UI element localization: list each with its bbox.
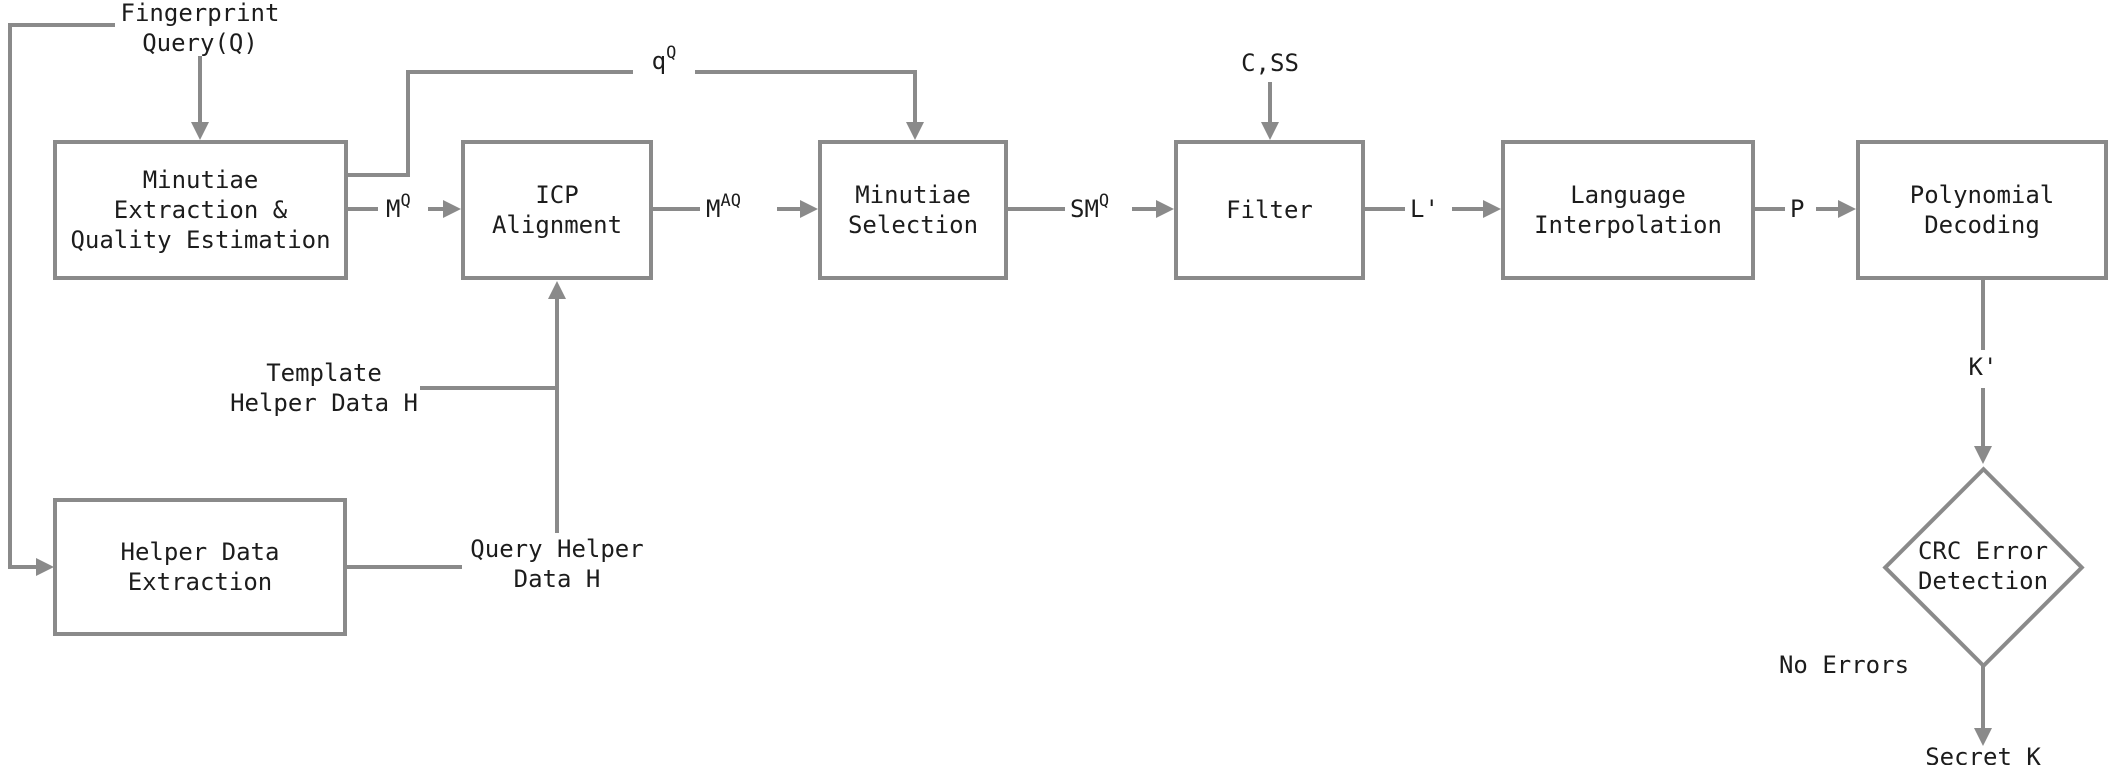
edge-qq-drop bbox=[913, 70, 917, 124]
edge-qq-rise bbox=[406, 70, 410, 177]
feedback-line-top bbox=[8, 23, 115, 27]
edge-kprime-lower bbox=[1981, 388, 1985, 446]
fingerprint-query-label: Fingerprint Query(Q) bbox=[120, 0, 280, 57]
mq-label-base: M bbox=[386, 195, 401, 223]
maq-label-sup: AQ bbox=[720, 191, 741, 211]
arrowhead-into-minutiae-selection bbox=[800, 200, 818, 218]
qq-label-base: q bbox=[651, 47, 667, 75]
css-label: C,SS bbox=[1241, 49, 1299, 77]
mq-label-sup: Q bbox=[400, 191, 411, 211]
edge-query-to-minutiae-extraction bbox=[198, 56, 202, 122]
maq-label-base: M bbox=[706, 195, 721, 223]
edge-smq-stub bbox=[1008, 207, 1065, 211]
feedback-line-left bbox=[8, 23, 12, 569]
edge-kprime-upper bbox=[1981, 280, 1985, 350]
edge-template-helper-connector bbox=[420, 386, 557, 390]
smq-label: SMQ bbox=[1070, 191, 1110, 224]
edge-maq-arrow-line bbox=[777, 207, 800, 211]
edge-helper-data-vertical bbox=[555, 297, 559, 533]
maq-label: MAQ bbox=[706, 191, 741, 224]
query-helper-data-label: Query Helper Data H bbox=[470, 535, 644, 593]
language-interpolation-box: Language Interpolation bbox=[1501, 140, 1755, 280]
arrowhead-into-polynomial-decoding bbox=[1838, 200, 1856, 218]
kprime-label: K' bbox=[1968, 353, 1998, 381]
arrowhead-into-minutiae-extraction bbox=[191, 122, 209, 140]
filter-box: Filter bbox=[1174, 140, 1365, 280]
arrowhead-into-icp-alignment-bottom bbox=[548, 281, 566, 299]
arrowhead-into-helper-data-extraction bbox=[36, 558, 54, 576]
edge-smq-arrow-line bbox=[1132, 207, 1156, 211]
template-helper-data-label: Template Helper Data H bbox=[230, 359, 418, 417]
edge-mq-arrow-line bbox=[428, 207, 443, 211]
smq-label-sup: Q bbox=[1098, 191, 1110, 211]
edge-query-helper-connector bbox=[347, 565, 462, 569]
crc-error-detection-label: CRC Error Detection bbox=[1917, 537, 2049, 595]
edge-p-arrow-line bbox=[1816, 207, 1838, 211]
feedback-line-bottom bbox=[8, 565, 36, 569]
arrowhead-into-secret-k bbox=[1974, 728, 1992, 746]
edge-css-drop bbox=[1268, 82, 1272, 122]
arrowhead-into-icp-alignment bbox=[443, 200, 461, 218]
secret-k-label: Secret K bbox=[1925, 743, 2041, 765]
lprime-label: L' bbox=[1410, 195, 1439, 223]
arrowhead-into-minutiae-selection-top bbox=[906, 122, 924, 140]
arrowhead-into-filter-top bbox=[1261, 122, 1279, 140]
edge-p-stub bbox=[1755, 207, 1785, 211]
edge-mq-stub bbox=[348, 207, 378, 211]
smq-label-base: SM bbox=[1070, 195, 1099, 223]
edge-lprime-stub bbox=[1365, 207, 1405, 211]
arrowhead-into-language-interpolation bbox=[1483, 200, 1501, 218]
helper-data-extraction-box: Helper Data Extraction bbox=[53, 498, 347, 636]
icp-alignment-box: ICP Alignment bbox=[461, 140, 653, 280]
qq-label-sup: Q bbox=[666, 43, 677, 63]
polynomial-decoding-box: Polynomial Decoding bbox=[1856, 140, 2108, 280]
no-errors-label: No Errors bbox=[1778, 651, 1910, 679]
minutiae-extraction-box: Minutiae Extraction & Quality Estimation bbox=[53, 140, 348, 280]
arrowhead-into-crc-diamond bbox=[1974, 446, 1992, 464]
edge-lprime-arrow-line bbox=[1452, 207, 1483, 211]
edge-qq-exit bbox=[348, 173, 410, 177]
arrowhead-into-filter bbox=[1156, 200, 1174, 218]
qq-label: qQ bbox=[633, 43, 695, 86]
mq-label: MQ bbox=[386, 191, 411, 224]
edge-diamond-to-secret bbox=[1981, 666, 1985, 728]
edge-maq-stub bbox=[653, 207, 700, 211]
minutiae-selection-box: Minutiae Selection bbox=[818, 140, 1008, 280]
p-label: P bbox=[1790, 195, 1805, 223]
